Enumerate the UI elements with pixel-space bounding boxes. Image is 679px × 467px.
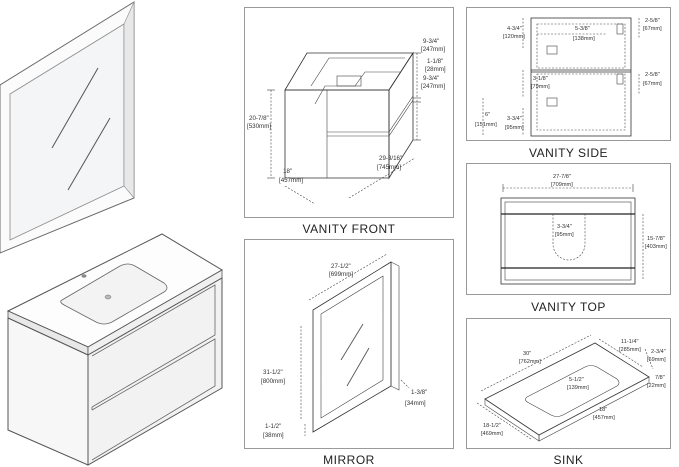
sink-labels: 30" [762mm] 11-1/4" [285mm] 2-3/4" [69mm… xyxy=(481,339,666,437)
caption-mirror: MIRROR xyxy=(323,453,375,467)
dim-sink-inner-in: 18" xyxy=(599,407,607,413)
mirror-drawing xyxy=(300,253,410,436)
vanity-top-panel: 27-7/8" [709mm] 3-3/4" [95mm] 15-7/8" [4… xyxy=(466,163,671,295)
dim-side-g-mm: [95mm] xyxy=(505,125,524,131)
caption-sink: SINK xyxy=(553,453,584,467)
dim-sink-depth-mm: [469mm] xyxy=(481,431,503,437)
vanity-front-labels: 9-3/4" [247mm] 1-1/8" [28mm] 9-3/4" [247… xyxy=(247,38,446,184)
dim-side-c-in: 2-5/8" xyxy=(645,18,660,24)
dim-side-d-in: 3-1/8" xyxy=(533,76,548,82)
vanity-top-drawing xyxy=(500,184,644,285)
dim-mirror-thick-in: 1-3/8" xyxy=(411,389,427,396)
vanity-illustration xyxy=(6,233,223,466)
caption-vanity-side: VANITY SIDE xyxy=(528,146,609,160)
mirror-labels: 27-1/2" [699mm] 31-1/2" [800mm] 1-3/8" [… xyxy=(261,263,427,439)
vanity-front-drawing xyxy=(267,51,421,205)
vanity-front-panel: 9-3/4" [247mm] 1-1/8" [28mm] 9-3/4" [247… xyxy=(244,7,454,218)
dim-side-e-mm: [67mm] xyxy=(643,81,662,87)
dim-side-b-mm: [138mm] xyxy=(573,36,595,42)
sink-drawing xyxy=(476,334,654,442)
dim-sink-thick-mm: [22mm] xyxy=(647,383,666,389)
dim-side-e-in: 2-5/8" xyxy=(645,72,660,78)
dim-sink-bowl-mm: [285mm] xyxy=(619,347,641,353)
dim-height-in: 20-7/8" xyxy=(249,115,269,122)
dim-sink-inner-mm: [457mm] xyxy=(593,415,615,421)
dim-sink-width-in: 30" xyxy=(523,351,531,357)
dim-top-radius-in: 3-3/4" xyxy=(557,224,572,230)
dim-side-f-in: 6" xyxy=(485,112,490,118)
dim-top-width-in: 27-7/8" xyxy=(553,174,571,180)
dim-sink-width-mm: [762mm] xyxy=(519,359,541,365)
caption-vanity-front: VANITY FRONT xyxy=(302,222,396,236)
dim-top-drawer-in: 9-3/4" xyxy=(423,38,439,45)
dim-side-d-mm: [79mm] xyxy=(531,84,550,90)
dim-top-width-mm: [709mm] xyxy=(551,182,573,188)
dim-sink-thick-in: 7/8" xyxy=(655,375,665,381)
dim-bottom-drawer-mm: [247mm] xyxy=(421,83,445,90)
dim-sink-back-in: 2-3/4" xyxy=(651,349,666,355)
dim-mirror-thick-mm: [34mm] xyxy=(405,400,426,407)
dim-top-depth-mm: [403mm] xyxy=(645,244,667,250)
vanity-side-labels: 4-3/4" [120mm] 5-3/8" [138mm] 2-5/8" [67… xyxy=(475,18,662,131)
mirror-panel: 27-1/2" [699mm] 31-1/2" [800mm] 1-3/8" [… xyxy=(244,239,454,449)
dim-bottom-drawer-in: 9-3/4" xyxy=(423,75,439,82)
dim-mirror-frame-in: 1-1/2" xyxy=(265,423,281,430)
dim-height-mm: [530mm] xyxy=(247,123,271,130)
dim-width-mm: [745mm] xyxy=(377,164,401,171)
caption-vanity-top: VANITY TOP xyxy=(531,300,606,314)
mirror-illustration xyxy=(0,1,135,254)
vanity-top-labels: 27-7/8" [709mm] 3-3/4" [95mm] 15-7/8" [4… xyxy=(551,174,667,250)
dim-mirror-width-mm: [699mm] xyxy=(329,271,353,278)
vanity-side-panel: 4-3/4" [120mm] 5-3/8" [138mm] 2-5/8" [67… xyxy=(466,7,671,141)
dim-sink-back-mm: [69mm] xyxy=(647,357,666,363)
dim-side-g-in: 3-3/4" xyxy=(507,116,522,122)
dim-side-b-in: 5-3/8" xyxy=(575,26,590,32)
dim-depth-in: 18" xyxy=(283,168,292,175)
dim-mirror-frame-mm: [38mm] xyxy=(263,432,284,439)
dim-side-c-mm: [67mm] xyxy=(643,26,662,32)
vanity-side-drawing xyxy=(482,17,640,137)
dim-depth-mm: [457mm] xyxy=(279,177,303,184)
dim-mirror-height-in: 31-1/2" xyxy=(263,369,283,376)
dim-width-in: 29-3/16" xyxy=(379,155,402,162)
sink-panel: 30" [762mm] 11-1/4" [285mm] 2-3/4" [69mm… xyxy=(466,318,671,449)
dim-side-f-mm: [151mm] xyxy=(475,122,497,128)
dim-side-a-mm: [120mm] xyxy=(503,34,525,40)
dim-mirror-height-mm: [800mm] xyxy=(261,378,285,385)
dim-gap-in: 1-1/8" xyxy=(427,58,443,65)
dim-sink-drain-mm: [139mm] xyxy=(567,385,589,391)
dim-top-radius-mm: [95mm] xyxy=(555,232,574,238)
dim-side-a-in: 4-3/4" xyxy=(507,26,522,32)
dim-gap-mm: [28mm] xyxy=(425,66,446,73)
dim-sink-bowl-in: 11-1/4" xyxy=(621,339,638,345)
dim-top-depth-in: 15-7/8" xyxy=(647,236,665,242)
dim-sink-drain-in: 5-1/2" xyxy=(569,377,584,383)
dim-mirror-width-in: 27-1/2" xyxy=(331,263,351,270)
dim-sink-depth-in: 18-1/2" xyxy=(483,423,501,429)
dim-top-drawer-mm: [247mm] xyxy=(421,46,445,53)
